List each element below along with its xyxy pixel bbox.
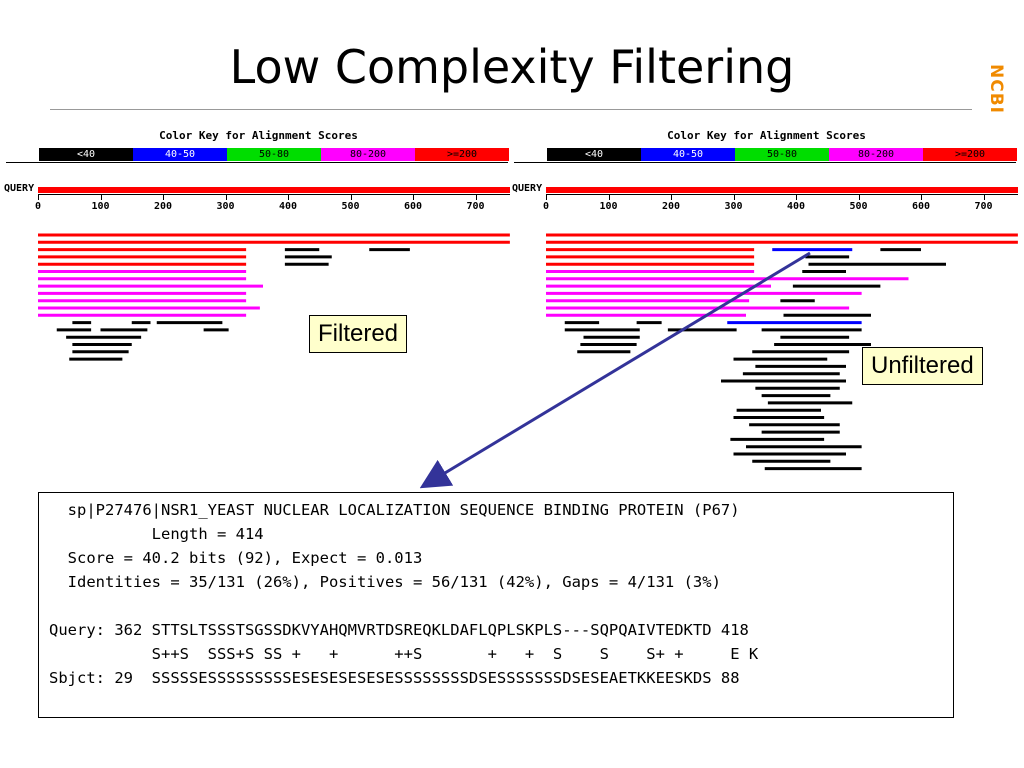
filtered-hit-bars bbox=[38, 233, 510, 361]
title-divider bbox=[50, 109, 972, 110]
axis-tick bbox=[608, 194, 610, 200]
axis-tick bbox=[546, 194, 547, 200]
axis-tick-label: 100 bbox=[599, 201, 618, 212]
axis-tick-label: 300 bbox=[724, 201, 743, 212]
color-key-bin: 80-200 bbox=[829, 148, 923, 161]
unfiltered-hit-bars bbox=[546, 233, 1018, 471]
axis-tick bbox=[100, 194, 102, 200]
alignment-midline: S++S SSS+S SS + + ++S + + S S S+ + E K bbox=[49, 645, 759, 663]
axis-tick-label: 200 bbox=[153, 201, 173, 212]
axis-tick-label: 500 bbox=[849, 201, 868, 212]
axis-tick bbox=[733, 194, 735, 200]
axis-tick-label: 400 bbox=[786, 201, 806, 212]
axis-tick-label: 600 bbox=[403, 201, 423, 212]
axis-tick bbox=[350, 194, 352, 200]
axis-tick-label: 100 bbox=[91, 201, 110, 212]
query-axis bbox=[546, 194, 1018, 195]
query-axis bbox=[38, 194, 510, 195]
axis-tick bbox=[288, 194, 289, 200]
color-key-bin: 40-50 bbox=[641, 148, 735, 161]
axis-tick bbox=[475, 194, 477, 200]
ncbi-logo: NCBI bbox=[986, 64, 1006, 114]
alignment-identities: Identities = 35/131 (26%), Positives = 5… bbox=[67, 573, 721, 591]
axis-tick-label: 0 bbox=[34, 201, 42, 212]
axis-tick-label: 600 bbox=[911, 201, 931, 212]
axis-tick-label: 400 bbox=[278, 201, 298, 212]
axis-tick bbox=[225, 194, 227, 200]
color-key-bin: 50-80 bbox=[735, 148, 829, 161]
axis-tick-label: 700 bbox=[466, 201, 485, 212]
axis-tick bbox=[413, 194, 414, 200]
color-key-bin: >=200 bbox=[415, 148, 509, 161]
axis-tick-label: 200 bbox=[661, 201, 681, 212]
color-key-divider bbox=[514, 162, 1016, 163]
query-label: QUERY bbox=[4, 183, 35, 194]
alignment-detail-box: sp|P27476|NSR1_YEAST NUCLEAR LOCALIZATIO… bbox=[38, 492, 954, 718]
color-key-title: Color Key for Alignment Scores bbox=[159, 129, 358, 142]
color-key-bin: 80-200 bbox=[321, 148, 415, 161]
axis-tick bbox=[983, 194, 985, 200]
color-key-bin: >=200 bbox=[923, 148, 1017, 161]
color-key-divider bbox=[6, 162, 508, 163]
color-key-title: Color Key for Alignment Scores bbox=[667, 129, 866, 142]
color-key-bin: 50-80 bbox=[227, 148, 321, 161]
color-key-bin: <40 bbox=[39, 148, 133, 161]
axis-tick bbox=[921, 194, 922, 200]
axis-tick-label: 0 bbox=[542, 201, 550, 212]
alignment-header: sp|P27476|NSR1_YEAST NUCLEAR LOCALIZATIO… bbox=[67, 501, 740, 519]
query-bar bbox=[38, 187, 510, 193]
query-bar bbox=[546, 187, 1018, 193]
filtered-callout: Filtered bbox=[309, 315, 408, 353]
unfiltered-callout: Unfiltered bbox=[862, 347, 983, 385]
axis-tick bbox=[163, 194, 164, 200]
color-key-bin: 40-50 bbox=[133, 148, 227, 161]
axis-tick bbox=[858, 194, 860, 200]
axis-tick bbox=[38, 194, 39, 200]
page-title: Low Complexity Filtering bbox=[229, 40, 795, 94]
alignment-score: Score = 40.2 bits (92), Expect = 0.013 bbox=[67, 549, 423, 567]
axis-tick-label: 300 bbox=[216, 201, 235, 212]
alignment-query-line: Query: 362 STTSLTSSSTSGSSDKVYAHQMVRTDSRE… bbox=[49, 621, 749, 639]
axis-tick bbox=[796, 194, 797, 200]
axis-tick bbox=[671, 194, 672, 200]
query-label: QUERY bbox=[512, 183, 543, 194]
alignment-length: Length = 414 bbox=[151, 525, 264, 543]
axis-tick-label: 500 bbox=[341, 201, 360, 212]
color-key-bin: <40 bbox=[547, 148, 641, 161]
axis-tick-label: 700 bbox=[974, 201, 993, 212]
alignment-subject-line: Sbjct: 29 SSSSSESSSSSSSSSESESESESESESSSS… bbox=[49, 669, 740, 687]
